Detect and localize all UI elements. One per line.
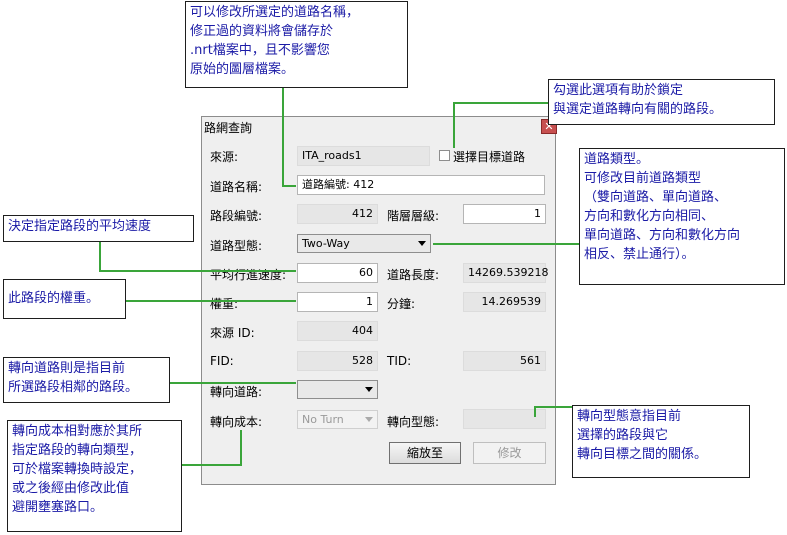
leader-road-type [433,243,580,245]
leader-road-name [282,87,284,186]
tid-label: TID: [387,354,412,368]
speed-input[interactable]: 60 [297,263,378,283]
road-type-dropdown[interactable]: Two-Way [297,234,431,253]
turn-type-value [463,409,546,429]
zoom-to-button[interactable]: 縮放至 [389,442,461,464]
segment-id-label: 路段編號: [210,209,263,223]
chevron-down-icon [418,241,426,246]
turn-cost-selected: No Turn [302,413,344,426]
callout-turn-cost: 轉向成本相對應於其所 指定路段的轉向類型， 可於檔案轉換時設定， 或之後經由修改… [7,420,182,532]
road-type-label: 道路型態: [210,239,263,253]
callout-speed: 決定指定路段的平均速度 [3,215,194,242]
turn-cost-dropdown[interactable]: No Turn [297,410,378,429]
speed-label: 平均行進速度: [210,268,287,282]
weight-label: 權重: [210,297,239,311]
chevron-down-icon [365,417,373,422]
leader-select-target-v [453,102,455,148]
dialog-title: 路網查詢 [204,121,253,135]
tid-value: 561 [463,351,546,371]
callout-select-target: 勾選此選項有助於鎖定 與選定道路轉向有關的路段。 [548,79,775,125]
minutes-value: 14.269539 [463,292,546,312]
minutes-label: 分鐘: [387,297,416,311]
leader-weight [125,300,296,302]
leader-turn-cost-v [240,430,242,466]
length-label: 道路長度: [387,268,440,282]
leader-road-name-h [282,185,296,187]
turn-road-label: 轉向道路: [210,385,263,399]
modify-button[interactable]: 修改 [473,442,546,464]
callout-road-type: 道路類型。 可修改目前道路類型 （雙向道路、單向道路、 方向和數化方向相同、 單… [579,148,785,285]
source-label: 來源: [210,150,239,164]
source-id-value: 404 [297,321,378,341]
fid-label: FID: [210,354,234,368]
leader-turn-type-h [534,406,573,408]
level-input[interactable]: 1 [463,204,546,224]
turn-cost-label: 轉向成本: [210,415,263,429]
leader-turn-cost-h [181,464,241,466]
road-name-label: 道路名稱: [210,180,263,194]
callout-turn-road: 轉向道路則是指目前 所選路段相鄰的路段。 [3,357,170,403]
callout-weight: 此路段的權重。 [3,279,126,319]
turn-type-label: 轉向型態: [387,415,440,429]
leader-speed-h [99,270,296,272]
callout-road-name: 可以修改所選定的道路名稱， 修正過的資料將會儲存於 .nrt檔案中，且不影響您 … [185,1,408,88]
leader-select-target-h [453,102,549,104]
fid-value: 528 [297,351,378,371]
select-target-label: 選擇目標道路 [453,150,526,164]
callout-turn-type: 轉向型態意指目前 選擇的路段與它 轉向目標之間的關係。 [572,405,750,478]
leader-turn-road [169,382,296,384]
dialog-titlebar[interactable]: 路網查詢 ✕ [202,117,557,137]
leader-turn-type-v [534,406,536,417]
length-value: 14269.539218 [463,263,548,283]
turn-road-dropdown[interactable] [297,380,378,399]
leader-speed-v [99,240,101,272]
source-id-label: 來源 ID: [210,326,255,340]
select-target-checkbox[interactable] [439,150,450,161]
weight-input[interactable]: 1 [297,292,378,312]
source-value: ITA_roads1 [297,146,430,166]
road-name-input[interactable]: 道路編號: 412 [297,175,545,195]
level-label: 階層層級: [387,209,440,223]
road-type-selected: Two-Way [302,237,350,250]
segment-id-value: 412 [297,204,378,224]
chevron-down-icon [365,387,373,392]
